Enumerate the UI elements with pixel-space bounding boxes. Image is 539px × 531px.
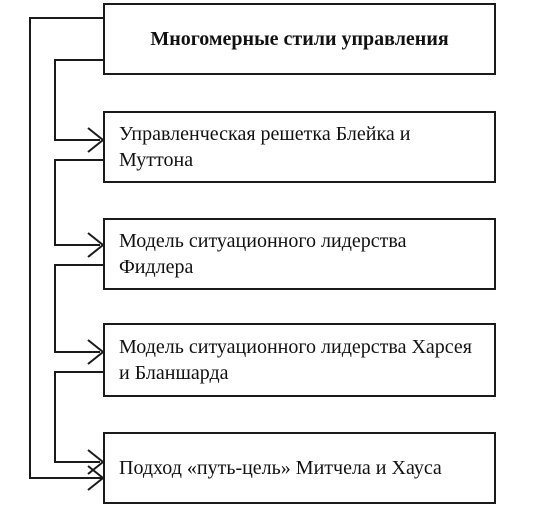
header-box: Многомерные стили управления	[103, 3, 496, 75]
item-label-3: Модель ситуационного лидерства Харсея и …	[119, 336, 472, 384]
inner-connector-2-3	[54, 264, 103, 353]
inner-connector-3-4	[54, 371, 103, 463]
item-box-1: Управленческая решетка Блейка и Муттона	[103, 111, 496, 183]
item-label-4: Подход «путь-цель» Митчела и Хауса	[119, 457, 442, 479]
item-box-2: Модель ситуационного лидерства Фидлера	[103, 218, 496, 290]
item-label-1: Управленческая решетка Блейка и Муттона	[119, 123, 411, 171]
inner-connector-top	[54, 59, 103, 141]
item-box-3: Модель ситуационного лидерства Харсея и …	[103, 323, 496, 397]
outer-connector-line	[29, 17, 103, 479]
header-title: Многомерные стили управления	[150, 28, 449, 50]
inner-connector-1-2	[54, 159, 103, 246]
item-label-2: Модель ситуационного лидерства Фидлера	[119, 230, 407, 278]
item-box-4: Подход «путь-цель» Митчела и Хауса	[103, 432, 496, 504]
